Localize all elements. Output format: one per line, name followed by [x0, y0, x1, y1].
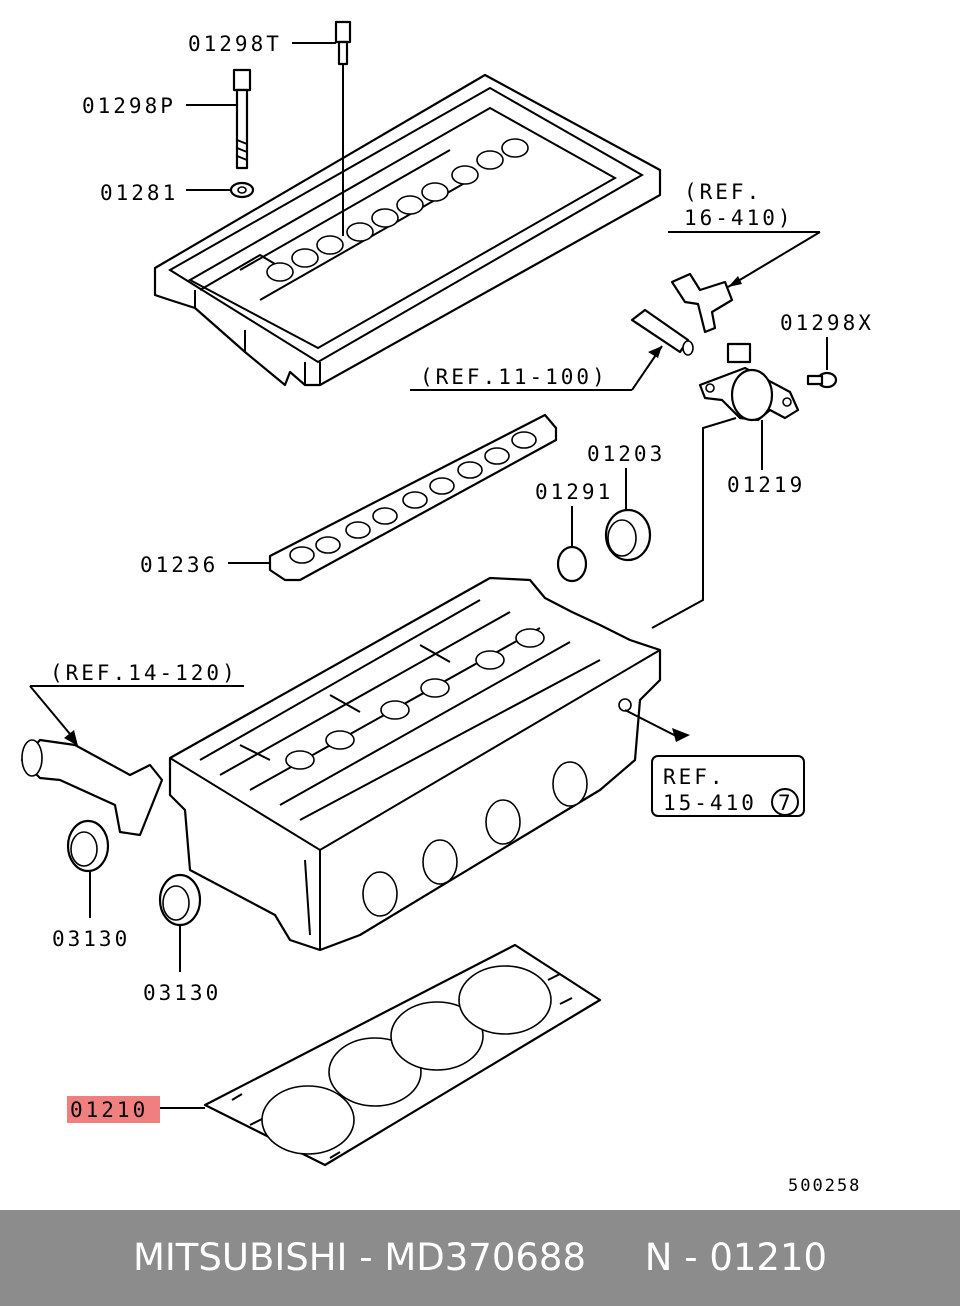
parts-diagram: 01298T 01298P 01281 (REF. 16-410) (REF.1…	[20, 20, 874, 1196]
footer-bar: MITSUBISHI - MD370688 N - 01210	[0, 1210, 960, 1306]
label-03130-a: 03130	[52, 927, 130, 951]
water-outlet-fitting	[20, 738, 164, 837]
ref-15-410-box: REF. 15-410 7	[651, 755, 805, 817]
label-ref-16-410-line1: (REF.	[684, 180, 762, 204]
label-01298P: 01298P	[82, 94, 176, 118]
label-ref-11-100: (REF.11-100)	[420, 365, 608, 389]
bolt-01298X	[806, 371, 838, 389]
label-01298T: 01298T	[188, 32, 282, 56]
highlight-01210	[67, 1096, 160, 1123]
footer-part-number: MITSUBISHI - MD370688 N - 01210	[132, 1236, 828, 1279]
bolt-01298P	[232, 68, 252, 170]
label-01281: 01281	[100, 181, 178, 205]
seal-03130-a	[66, 819, 110, 873]
label-01291: 01291	[535, 480, 613, 504]
seal-03130-b	[158, 873, 202, 927]
seal-01203	[604, 508, 652, 562]
housing-01219	[698, 342, 800, 422]
label-ref-14-120: (REF.14-120)	[50, 661, 238, 685]
label-01236: 01236	[140, 553, 218, 577]
label-01298X: 01298X	[780, 311, 874, 335]
cylinder-head	[168, 576, 662, 952]
diagram-code: 500258	[788, 1176, 861, 1196]
label-03130-b: 03130	[143, 981, 221, 1005]
label-ref-15-410-circle: 7	[778, 791, 791, 815]
label-ref-15-410-line2: 15-410	[663, 791, 757, 815]
label-01203: 01203	[587, 442, 665, 466]
cam-position-sensor	[670, 272, 734, 334]
washer-01281	[229, 181, 255, 199]
oring-01291	[556, 545, 588, 583]
label-01210: 01210	[70, 1098, 148, 1122]
label-ref-16-410-line2: 16-410)	[684, 206, 794, 230]
head-gasket-01210	[203, 943, 602, 1167]
gasket-01236	[268, 413, 558, 582]
label-ref-15-410-line1: REF.	[663, 765, 726, 789]
sealant-tube	[630, 308, 694, 356]
cover-ports	[266, 138, 529, 282]
cylinder-head-cover	[153, 73, 662, 387]
label-01219: 01219	[727, 473, 805, 497]
bolt-01298T	[334, 20, 352, 236]
